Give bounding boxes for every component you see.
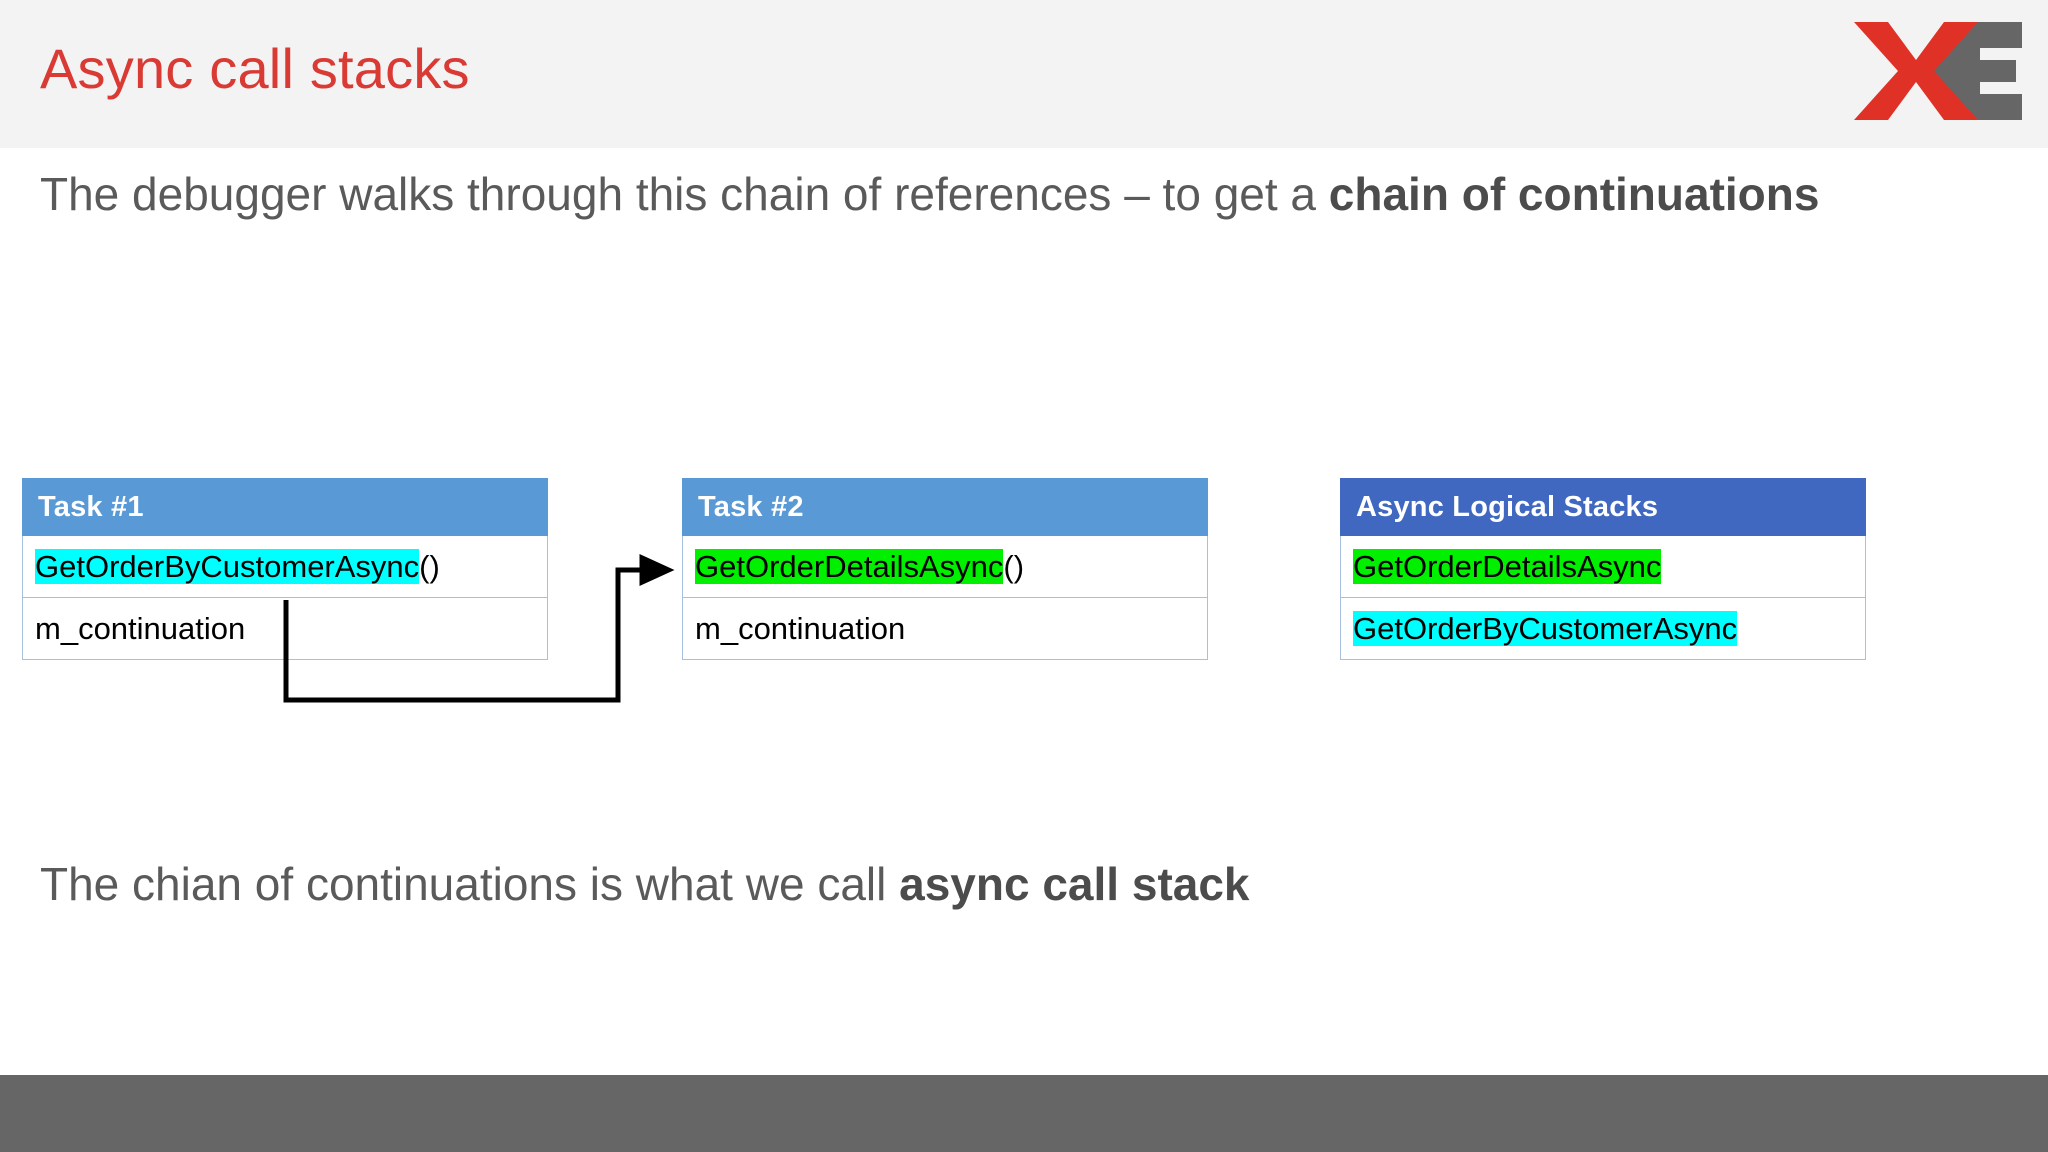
stacks-row-2-highlight: GetOrderByCustomerAsync	[1353, 611, 1738, 646]
stacks-row-1-highlight: GetOrderDetailsAsync	[1353, 549, 1662, 584]
task2-method-suffix: ()	[1003, 549, 1025, 584]
logo-x-shape	[1854, 22, 1978, 120]
task2-box-header: Task #2	[682, 478, 1208, 536]
task2-continuation-label: m_continuation	[695, 611, 906, 646]
intro-paragraph: The debugger walks through this chain of…	[40, 166, 1850, 222]
async-logical-stacks-header: Async Logical Stacks	[1340, 478, 1866, 536]
task2-box: Task #2 GetOrderDetailsAsync() m_continu…	[682, 478, 1208, 660]
slide-header-band	[0, 0, 2048, 148]
task1-method-suffix: ()	[419, 549, 440, 584]
task1-continuation-label: m_continuation	[35, 611, 246, 646]
conclusion-paragraph-plain: The chian of continuations is what we ca…	[40, 858, 900, 910]
task1-box-header: Task #1	[22, 478, 548, 536]
intro-paragraph-plain: The debugger walks through this chain of…	[40, 168, 1329, 220]
task1-row-method: GetOrderByCustomerAsync()	[22, 536, 548, 598]
conclusion-paragraph-bold: async call stack	[899, 858, 1250, 910]
footer-bar	[0, 1075, 2048, 1152]
task2-method-highlight: GetOrderDetailsAsync	[695, 549, 1004, 584]
task1-method-highlight: GetOrderByCustomerAsync	[35, 549, 420, 584]
conclusion-paragraph: The chian of continuations is what we ca…	[40, 856, 1850, 912]
stacks-row-2: GetOrderByCustomerAsync	[1340, 598, 1866, 660]
xe-logo	[1854, 22, 2022, 120]
async-logical-stacks-box: Async Logical Stacks GetOrderDetailsAsyn…	[1340, 478, 1866, 660]
intro-paragraph-bold: chain of continuations	[1328, 168, 1820, 220]
task2-row-continuation: m_continuation	[682, 598, 1208, 660]
task1-box: Task #1 GetOrderByCustomerAsync() m_cont…	[22, 478, 548, 660]
stacks-row-1: GetOrderDetailsAsync	[1340, 536, 1866, 598]
task1-row-continuation: m_continuation	[22, 598, 548, 660]
page-title: Async call stacks	[40, 37, 470, 100]
task2-row-method: GetOrderDetailsAsync()	[682, 536, 1208, 598]
